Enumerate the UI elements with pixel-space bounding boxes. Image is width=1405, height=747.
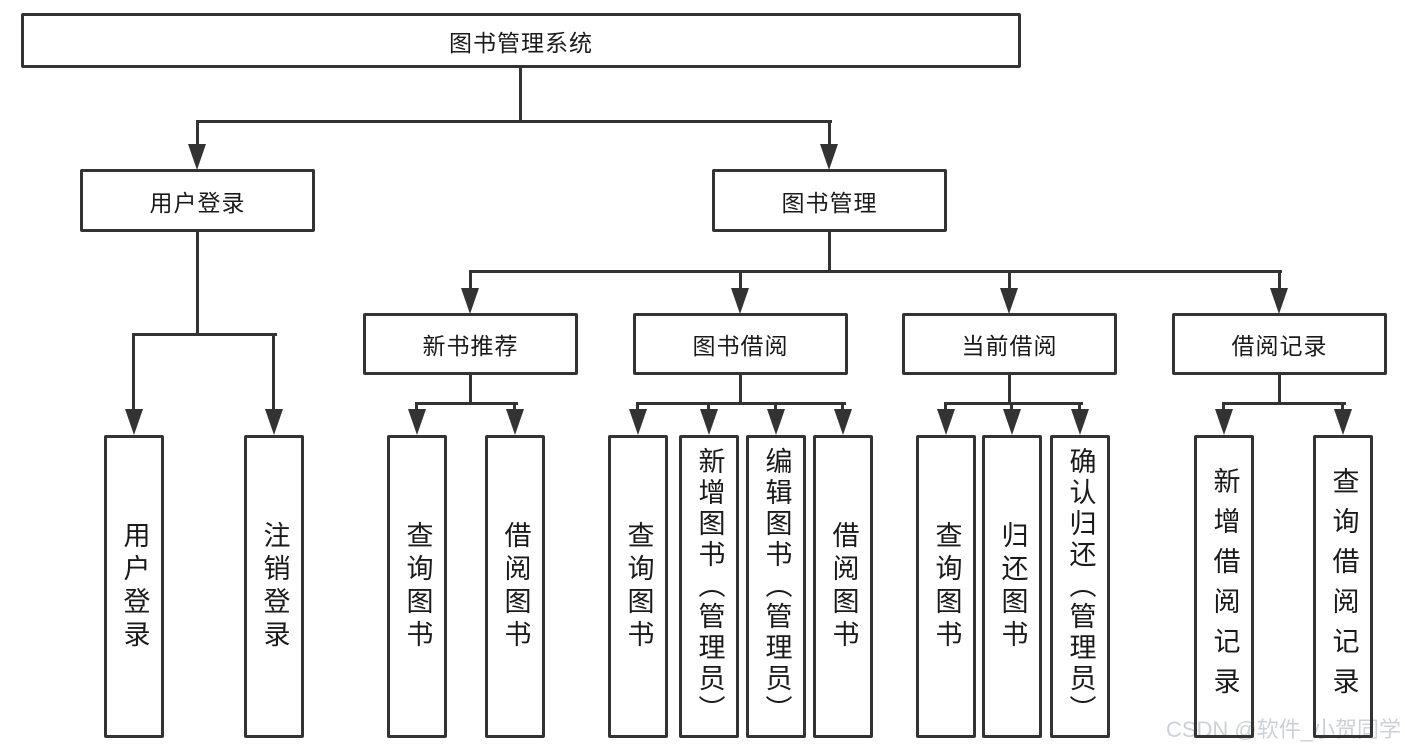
leaf-current-query-books-label: 查询图书: [931, 520, 962, 653]
node-root-label: 图书管理系统: [449, 29, 593, 56]
leaf-add-books-admin-label: 新增图书（管理员）: [694, 447, 725, 726]
arrow-down-icon: [1000, 288, 1018, 314]
connector-line: [828, 231, 831, 272]
connector-line: [1278, 374, 1281, 404]
arrow-down-icon: [834, 409, 852, 435]
leaf-user-login-label: 用户登录: [119, 520, 150, 653]
connector-line: [196, 120, 832, 123]
connector-line: [469, 270, 472, 294]
node-borrow-records-label: 借阅记录: [1231, 333, 1328, 359]
leaf-add-borrow-record-label: 新增借阅记录: [1209, 466, 1240, 707]
connector-line: [739, 270, 742, 294]
node-user-login-label: 用户登录: [149, 189, 246, 216]
node-user-login: 用户登录: [80, 169, 315, 232]
connector-line: [196, 120, 199, 148]
leaf-borrow-query-books-label: 查询图书: [623, 520, 654, 653]
connector-line: [196, 231, 199, 335]
connector-line: [1278, 270, 1281, 294]
arrow-down-icon: [629, 409, 647, 435]
arrow-down-icon: [125, 409, 143, 435]
arrow-down-icon: [700, 409, 718, 435]
arrow-down-icon: [767, 409, 785, 435]
arrow-down-icon: [506, 409, 524, 435]
leaf-newrec-borrow-books-label: 借阅图书: [500, 520, 531, 653]
node-book-borrow-label: 图书借阅: [692, 333, 789, 359]
leaf-query-borrow-record-label: 查询借阅记录: [1328, 466, 1359, 707]
connector-line: [415, 402, 518, 405]
connector-line: [132, 333, 277, 336]
node-book-management: 图书管理: [712, 169, 947, 232]
arrow-down-icon: [265, 409, 283, 435]
connector-line: [1008, 270, 1011, 294]
leaf-borrow-books: 借阅图书: [813, 435, 873, 738]
leaf-confirm-return-admin-label: 确认归还（管理员）: [1065, 447, 1096, 726]
leaf-add-books-admin: 新增图书（管理员）: [679, 435, 739, 738]
connector-line: [828, 120, 831, 148]
node-root: 图书管理系统: [21, 13, 1021, 68]
leaf-current-query-books: 查询图书: [916, 435, 976, 738]
node-current-borrow-label: 当前借阅: [961, 333, 1058, 359]
leaf-logout: 注销登录: [244, 435, 304, 738]
leaf-borrow-books-label: 借阅图书: [828, 520, 859, 653]
connector-line: [739, 374, 742, 404]
leaf-edit-books-admin-label: 编辑图书（管理员）: [761, 447, 792, 726]
arrow-down-icon: [731, 288, 749, 314]
arrow-down-icon: [937, 409, 955, 435]
node-new-book-recommend: 新书推荐: [363, 313, 578, 375]
arrow-down-icon: [408, 409, 426, 435]
connector-line: [1008, 374, 1011, 404]
leaf-add-borrow-record: 新增借阅记录: [1194, 435, 1254, 738]
arrow-down-icon: [1071, 409, 1089, 435]
arrow-down-icon: [1270, 288, 1288, 314]
connector-line: [636, 402, 846, 405]
leaf-newrec-borrow-books: 借阅图书: [485, 435, 545, 738]
leaf-logout-label: 注销登录: [259, 520, 290, 653]
connector-line: [469, 374, 472, 404]
leaf-borrow-query-books: 查询图书: [608, 435, 668, 738]
node-borrow-records: 借阅记录: [1172, 313, 1387, 375]
node-current-borrow: 当前借阅: [902, 313, 1117, 375]
connector-line: [132, 333, 135, 413]
arrow-down-icon: [461, 288, 479, 314]
leaf-newrec-query-books-label: 查询图书: [402, 520, 433, 653]
connector-line: [519, 66, 522, 122]
arrow-down-icon: [1334, 409, 1352, 435]
connector-line: [272, 333, 275, 413]
leaf-confirm-return-admin: 确认归还（管理员）: [1050, 435, 1110, 738]
node-new-book-recommend-label: 新书推荐: [422, 333, 519, 359]
leaf-newrec-query-books: 查询图书: [387, 435, 447, 738]
connector-line: [469, 270, 1282, 273]
arrow-down-icon: [1003, 409, 1021, 435]
leaf-query-borrow-record: 查询借阅记录: [1313, 435, 1373, 738]
leaf-user-login: 用户登录: [104, 435, 164, 738]
leaf-edit-books-admin: 编辑图书（管理员）: [746, 435, 806, 738]
arrow-down-icon: [820, 144, 838, 170]
node-book-management-label: 图书管理: [781, 189, 878, 216]
connector-line: [944, 402, 1083, 405]
csdn-watermark: CSDN @软件_小贺同学: [1165, 717, 1401, 742]
connector-line: [1222, 402, 1346, 405]
arrow-down-icon: [1215, 409, 1233, 435]
leaf-return-books-label: 归还图书: [997, 520, 1028, 653]
node-book-borrow: 图书借阅: [633, 313, 848, 375]
arrow-down-icon: [188, 144, 206, 170]
leaf-return-books: 归还图书: [982, 435, 1042, 738]
